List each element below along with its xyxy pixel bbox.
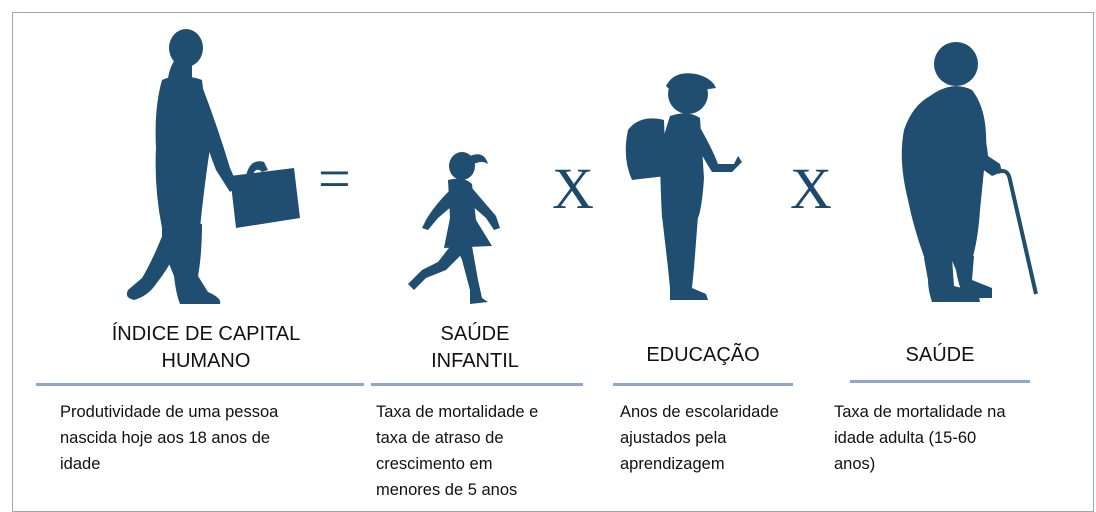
equals-operator: = (318, 146, 351, 211)
description-saude-infantil: Taxa de mortalidade e taxa de atraso de … (376, 403, 539, 499)
description-saude: Taxa de mortalidade na idade adulta (15-… (834, 403, 1006, 473)
multiply-operator-1: X (552, 156, 594, 221)
title-indice-capital-humano: ÍNDICE DE CAPITAL HUMANO (111, 323, 301, 372)
student-with-backpack-silhouette (618, 68, 748, 304)
divider-line (371, 383, 583, 386)
woman-with-briefcase-silhouette (118, 28, 308, 310)
title-saude: SAÚDE (905, 344, 975, 366)
divider-line (850, 380, 1030, 383)
title-saude-infantil: SAÚDE INFANTIL (431, 323, 519, 372)
running-child-silhouette (404, 150, 514, 310)
divider-line (36, 383, 364, 386)
description-indice-capital-humano: Produtividade de uma pessoa nascida hoje… (60, 403, 279, 473)
title-educacao: EDUCAÇÃO (646, 344, 760, 366)
divider-line (613, 383, 793, 386)
description-educacao: Anos de escolaridade ajustados pela apre… (620, 403, 779, 473)
elderly-man-with-cane-silhouette (868, 40, 1048, 306)
multiply-operator-2: X (790, 156, 832, 221)
